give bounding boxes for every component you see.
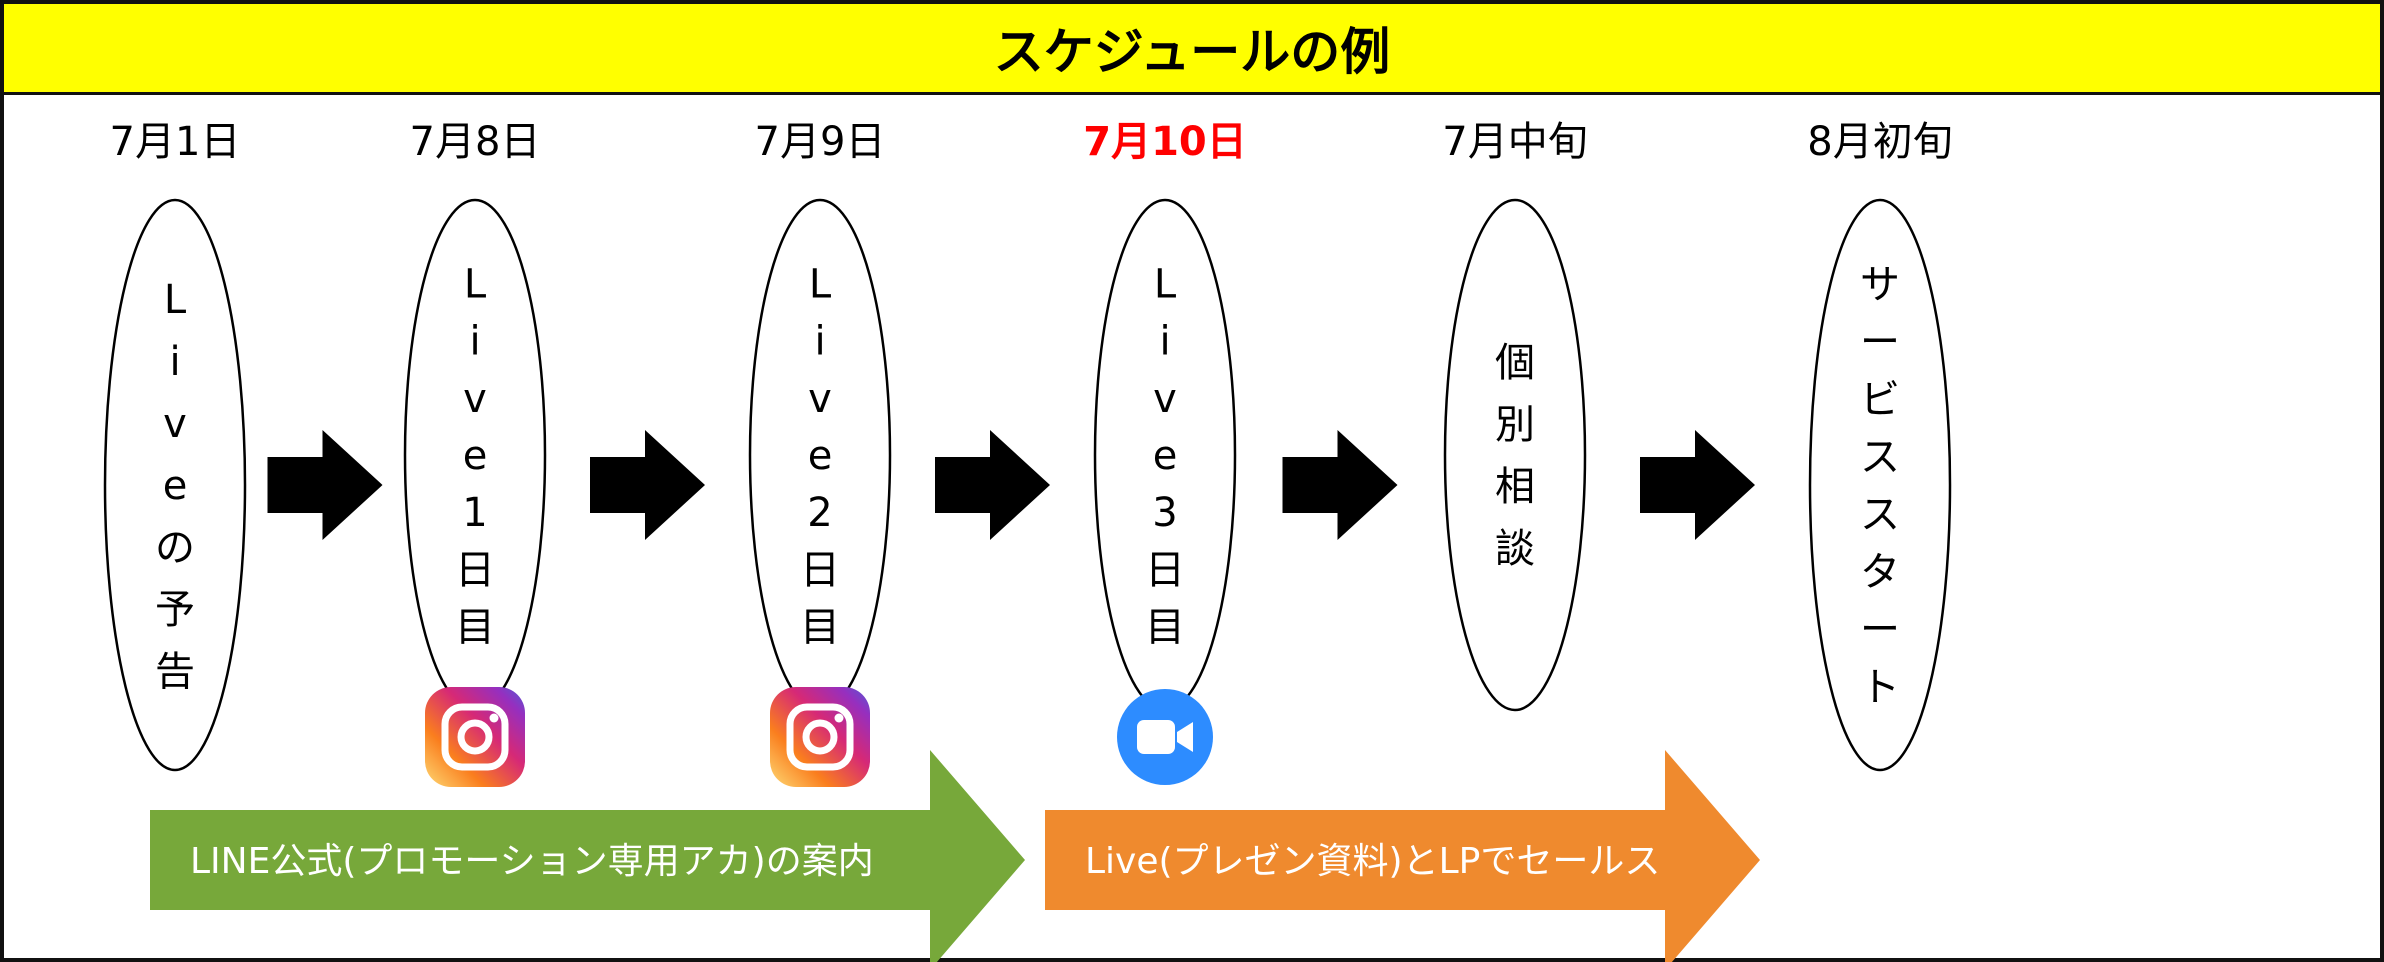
zoom-icon (1117, 689, 1213, 785)
stage-3-char-5: 2 (807, 490, 832, 536)
stage-date-3: 7月9日 (755, 119, 886, 165)
stage-2-char-3: v (463, 376, 487, 422)
stage-5-char-3: 相 (1495, 464, 1535, 510)
stage-3-char-1: L (809, 262, 832, 308)
stage-4-char-5: 3 (1152, 490, 1177, 536)
stage-1-char-3: v (163, 401, 187, 447)
stage-6-char-2: ー (1860, 319, 1900, 365)
stage-date-6: 8月初旬 (1807, 119, 1952, 165)
stage-1-char-2: i (169, 339, 180, 385)
band-arrow-1 (150, 750, 1025, 962)
flow-arrow-2 (590, 430, 705, 540)
stage-3-char-3: v (808, 376, 832, 422)
stage-5-char-1: 個 (1495, 340, 1535, 386)
stage-3-char-4: e (808, 433, 833, 479)
stage-4-char-2: i (1159, 319, 1170, 365)
instagram-icon (770, 687, 870, 787)
stage-2-char-7: 目 (455, 604, 495, 650)
stage-ellipse-6 (1808, 198, 1952, 772)
stage-6-char-5: ス (1860, 492, 1900, 538)
band-label-2: Live(プレゼン資料)とLPでセールス (1085, 841, 1660, 882)
stage-3-char-7: 目 (800, 604, 840, 650)
stage-2-char-4: e (463, 433, 488, 479)
stage-6-char-1: サ (1860, 262, 1900, 308)
stage-1-char-4: e (163, 463, 188, 509)
band-label-1: LINE公式(プロモーション専用アカ)の案内 (190, 841, 874, 882)
stage-4-char-7: 目 (1145, 604, 1185, 650)
stage-2-char-2: i (469, 319, 480, 365)
stage-6-char-8: ト (1860, 664, 1900, 710)
stage-1-char-1: L (164, 277, 187, 323)
stage-1-char-7: 告 (155, 649, 195, 695)
stage-date-4: 7月10日 (1083, 119, 1247, 165)
flow-arrow-3 (935, 430, 1050, 540)
stage-6-char-4: ス (1860, 434, 1900, 480)
stage-1-char-6: 予 (155, 587, 195, 633)
stage-6-char-7: ー (1860, 607, 1900, 653)
stage-2-char-6: 日 (455, 547, 495, 593)
flow-arrow-1 (267, 430, 383, 540)
stage-4-char-6: 日 (1145, 547, 1185, 593)
stage-6-char-6: タ (1860, 549, 1900, 595)
stage-1-char-5: の (155, 525, 195, 571)
instagram-icon (425, 687, 525, 787)
stage-2-char-1: L (464, 262, 487, 308)
stage-3-char-2: i (814, 319, 825, 365)
stage-ellipse-1 (103, 198, 247, 772)
stage-date-5: 7月中旬 (1442, 119, 1587, 165)
stage-4-char-1: L (1154, 262, 1177, 308)
band-arrow-2 (1045, 750, 1760, 962)
stage-2-char-5: 1 (462, 490, 487, 536)
schedule-title: スケジュールの例 (4, 4, 2380, 95)
stage-ellipse-5 (1443, 198, 1587, 712)
flow-arrow-5 (1640, 430, 1755, 540)
stage-5-char-2: 別 (1495, 402, 1535, 448)
stage-date-2: 7月8日 (410, 119, 541, 165)
stage-3-char-6: 日 (800, 547, 840, 593)
stage-date-1: 7月1日 (110, 119, 241, 165)
flow-arrow-4 (1282, 430, 1398, 540)
stage-4-char-3: v (1153, 376, 1177, 422)
stage-4-char-4: e (1153, 433, 1178, 479)
stage-6-char-3: ビ (1860, 377, 1900, 423)
stage-5-char-4: 談 (1495, 526, 1535, 572)
